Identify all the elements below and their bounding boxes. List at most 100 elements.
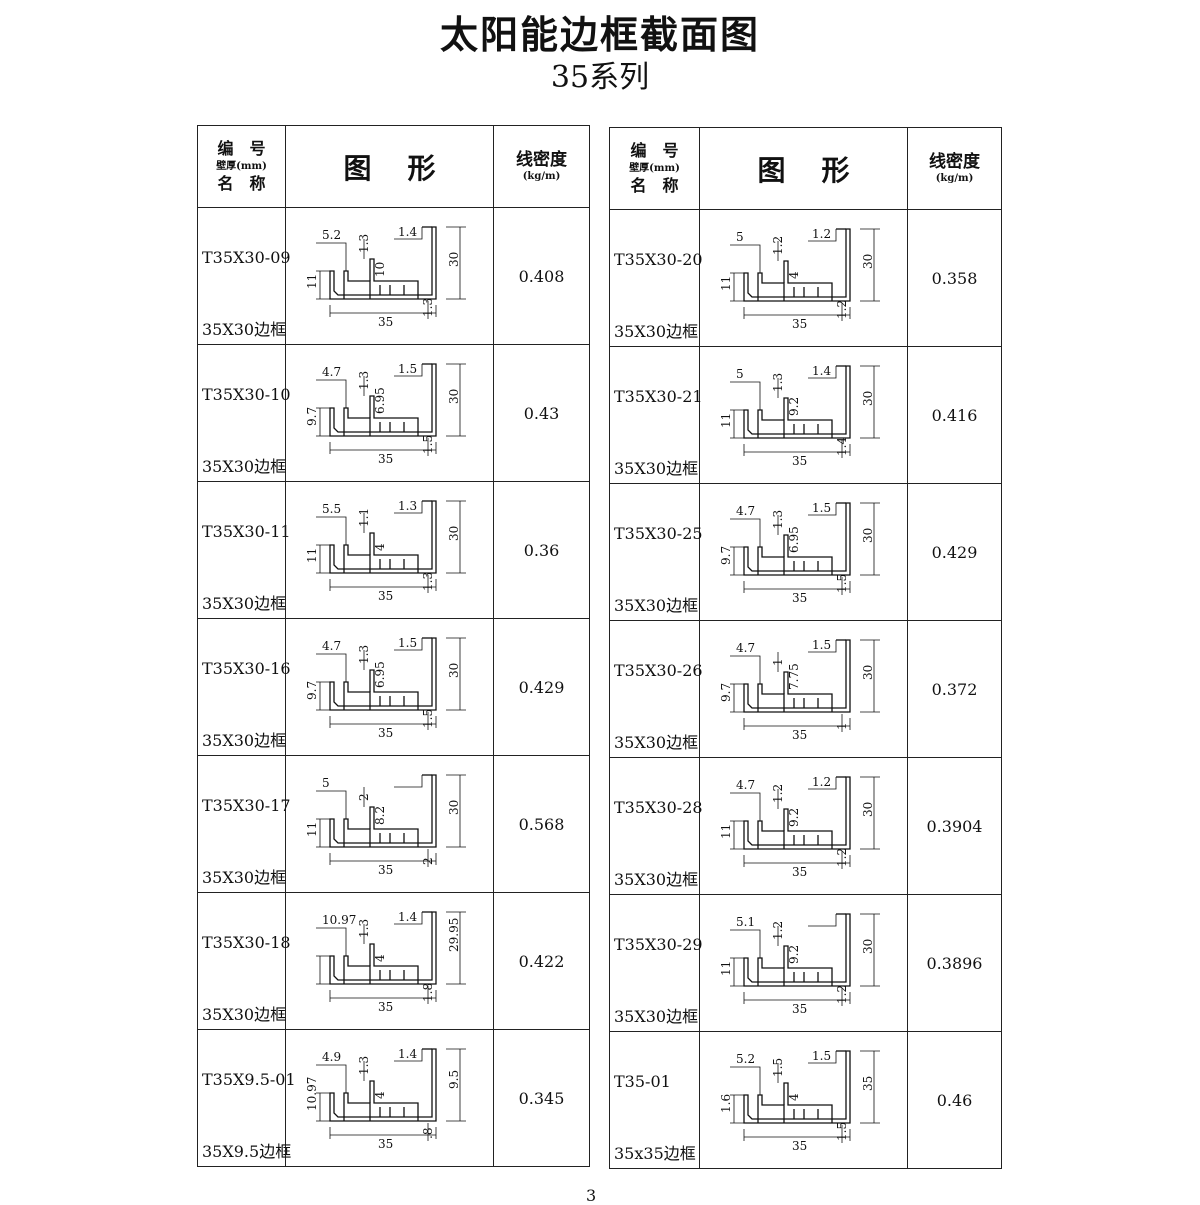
profile-code: T35X30-20 — [614, 250, 703, 269]
linear-density-value: 0.408 — [493, 207, 590, 345]
linear-density-value: 0.36 — [493, 481, 590, 619]
dimension-label-a: 5.2 — [322, 228, 341, 242]
dimension-label-e: 6.95 — [787, 526, 801, 553]
dimension-label-a: 5.1 — [736, 915, 755, 929]
profile-code: T35X30-09 — [202, 248, 291, 267]
profile-outline — [743, 776, 851, 850]
dimension-label-g: 35 — [792, 728, 807, 742]
profile-outline — [743, 639, 851, 713]
dimension-label-c: 1.5 — [812, 1049, 831, 1063]
dimension-label-f: 30 — [861, 391, 875, 406]
dimension-label-h: 1 — [835, 722, 849, 730]
dimension-label-f: 29.95 — [447, 918, 461, 952]
dimension-label-e: 7.75 — [787, 663, 801, 690]
header-figure: 图形 — [699, 127, 908, 210]
profile-frame-name: 35X30边框 — [614, 459, 699, 478]
dimension-label-b: 1.3 — [771, 373, 785, 392]
dimension-label-c: 1.5 — [398, 636, 417, 650]
header-density: 线密度 (kg/m) — [907, 127, 1002, 210]
dimension-label-e: 6.95 — [373, 661, 387, 688]
dimension-label-d: 11 — [719, 276, 733, 291]
dimension-label-g: 35 — [378, 452, 393, 466]
dimension-label-d: 11 — [719, 824, 733, 839]
linear-density-value: 0.568 — [493, 755, 590, 893]
header-code: 编 号 壁厚(mm) 名 称 — [197, 125, 286, 208]
dimension-label-a: 5.2 — [736, 1052, 755, 1066]
dimension-label-g: 35 — [792, 317, 807, 331]
profile-code: T35X30-10 — [202, 385, 291, 404]
profile-frame-name: 35X30边框 — [614, 596, 699, 615]
profile-frame-name: 35X9.5边框 — [202, 1142, 292, 1161]
dimension-label-e: 4 — [787, 271, 801, 279]
dimension-label-b: 1 — [771, 658, 785, 666]
dimension-label-h: 1.5 — [835, 574, 849, 593]
dimension-label-f: 30 — [447, 526, 461, 541]
dimension-label-g: 35 — [792, 1002, 807, 1016]
dimension-label-e: 9.2 — [787, 397, 801, 416]
profile-outline — [743, 1050, 851, 1124]
linear-density-value: 0.422 — [493, 892, 590, 1030]
profile-frame-name: 35X30边框 — [202, 594, 287, 613]
profile-outline — [329, 500, 437, 574]
profile-outline — [743, 365, 851, 439]
page-subtitle: 35系列 — [550, 60, 650, 95]
dimension-label-d: 11 — [719, 413, 733, 428]
dimension-label-a: 4.7 — [736, 778, 755, 792]
dimension-label-f: 9.5 — [447, 1070, 461, 1089]
dimension-label-a: 5.5 — [322, 502, 341, 516]
dimension-label-e: 9.2 — [787, 808, 801, 827]
dimension-label-a: 4.7 — [322, 639, 341, 653]
dimension-label-a: 5 — [736, 230, 744, 244]
profile-frame-name: 35X30边框 — [202, 457, 287, 476]
profile-outline — [329, 637, 437, 711]
dimension-label-d: 9.7 — [305, 407, 319, 426]
dimension-label-b: 1.2 — [771, 236, 785, 255]
profile-outline — [743, 228, 851, 302]
dimension-label-g: 35 — [378, 1137, 393, 1151]
profile-code: T35X9.5-01 — [202, 1070, 296, 1089]
profile-outline — [329, 774, 437, 848]
profile-frame-name: 35X30边框 — [614, 1007, 699, 1026]
profile-code: T35X30-28 — [614, 798, 703, 817]
dimension-label-b: 1.3 — [357, 645, 371, 664]
dimension-label-f: 30 — [861, 665, 875, 680]
dimension-label-f: 30 — [447, 389, 461, 404]
dimension-label-d: 11 — [305, 822, 319, 837]
profile-frame-name: 35x35边框 — [614, 1144, 696, 1163]
header-code: 编 号 壁厚(mm) 名 称 — [609, 127, 700, 210]
header-density: 线密度 (kg/m) — [493, 125, 590, 208]
dimension-label-f: 30 — [447, 800, 461, 815]
dimension-label-c: 1.2 — [812, 227, 831, 241]
dimension-label-h: 1.2 — [835, 985, 849, 1004]
dimension-label-h: 1.2 — [835, 300, 849, 319]
linear-density-value: 0.358 — [907, 209, 1002, 347]
